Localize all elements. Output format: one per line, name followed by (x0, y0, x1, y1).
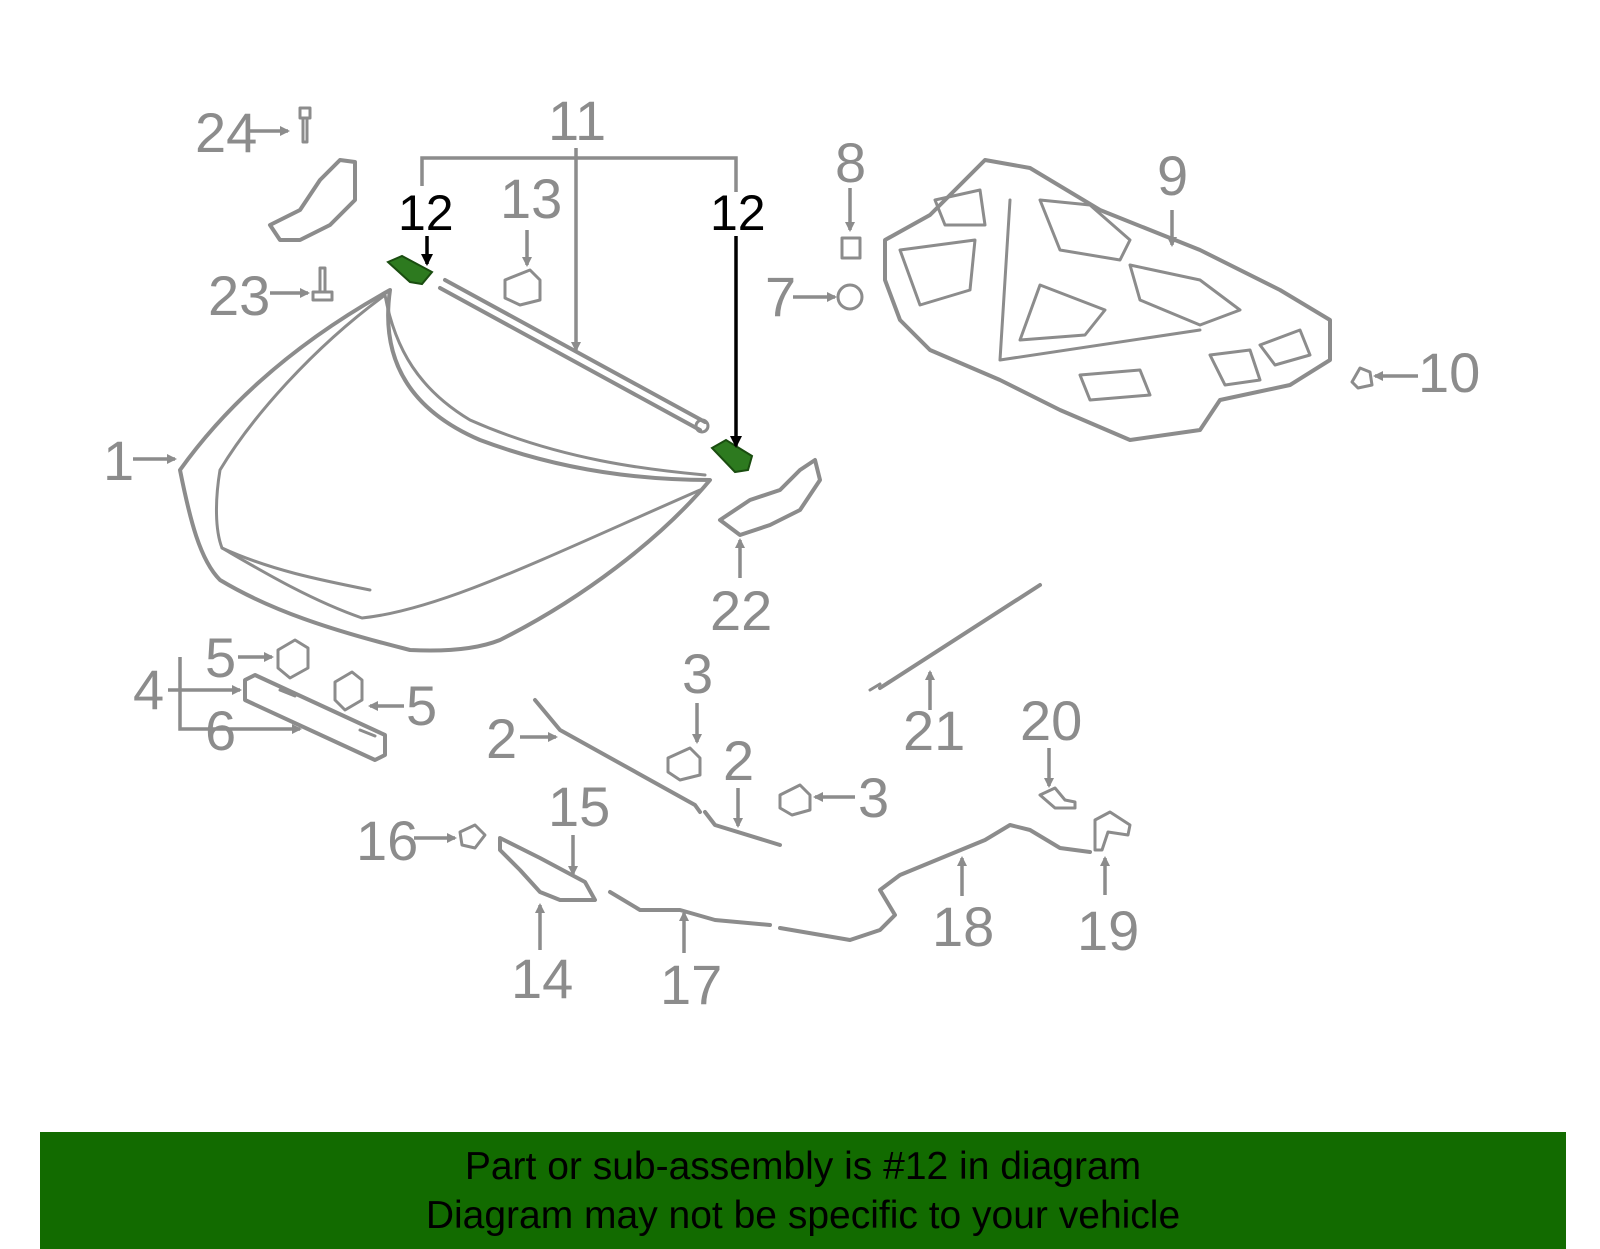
leader-lines (133, 126, 1418, 953)
label-21: 21 (903, 699, 965, 762)
latch-19 (1093, 810, 1132, 852)
label-7: 7 (765, 265, 796, 328)
label-10: 10 (1418, 341, 1480, 404)
label-15: 15 (548, 775, 610, 838)
label-2-right: 2 (723, 729, 754, 792)
label-19: 19 (1077, 899, 1139, 962)
banner-line-2: Diagram may not be specific to your vehi… (425, 1194, 1181, 1237)
label-1: 1 (103, 429, 134, 492)
seal-2-upper (533, 698, 702, 814)
bolt-23 (311, 266, 334, 302)
info-banner: Part or sub-assembly is #12 in diagram D… (40, 1132, 1566, 1249)
label-12-left: 12 (398, 185, 454, 241)
hinge-left (268, 158, 357, 242)
hood-weatherstrip (438, 278, 710, 434)
hood-panel (178, 288, 712, 653)
label-4: 4 (133, 658, 164, 721)
label-14: 14 (511, 947, 573, 1010)
clip-3a (666, 746, 702, 782)
grommet-7 (836, 283, 864, 311)
label-9: 9 (1157, 144, 1188, 207)
label-11: 11 (548, 89, 606, 152)
label-5-upper: 5 (205, 626, 236, 689)
callout-labels: 24 23 1 11 12 12 13 8 7 9 10 22 21 5 4 6… (103, 89, 1480, 1016)
hinge-right-22 (718, 458, 822, 537)
highlighted-part-12-right (710, 438, 754, 474)
label-2-left: 2 (486, 707, 517, 770)
bumper-8 (840, 236, 862, 260)
seal-2-lower (703, 810, 782, 847)
label-13: 13 (500, 167, 562, 230)
label-3-upper: 3 (682, 642, 713, 705)
label-20: 20 (1020, 689, 1082, 752)
label-12-right: 12 (710, 185, 766, 241)
release-cable-17-18 (608, 823, 1092, 942)
release-handle-14-15 (498, 836, 597, 902)
strut-21 (868, 583, 1042, 692)
label-18: 18 (932, 895, 994, 958)
bracket-4-6 (243, 673, 387, 762)
hood-insulator (883, 158, 1332, 442)
label-3-right: 3 (858, 766, 889, 829)
clip-10 (1350, 366, 1374, 390)
bolt-24 (298, 106, 312, 144)
label-8: 8 (835, 131, 866, 194)
bumper-5a (276, 638, 310, 680)
clip-13 (503, 268, 542, 307)
highlighted-part-12-left (386, 254, 434, 286)
bumper-5b (333, 670, 364, 712)
label-17: 17 (660, 953, 722, 1016)
label-22: 22 (710, 579, 772, 642)
label-6: 6 (205, 699, 236, 762)
banner-line-1: Part or sub-assembly is #12 in diagram (464, 1145, 1142, 1188)
label-5-lower: 5 (406, 674, 437, 737)
label-23: 23 (208, 264, 270, 327)
clip-3b (778, 783, 812, 817)
bolt-16 (458, 823, 487, 850)
label-16: 16 (356, 809, 418, 872)
bolt-20 (1038, 786, 1077, 810)
label-24: 24 (195, 101, 257, 164)
